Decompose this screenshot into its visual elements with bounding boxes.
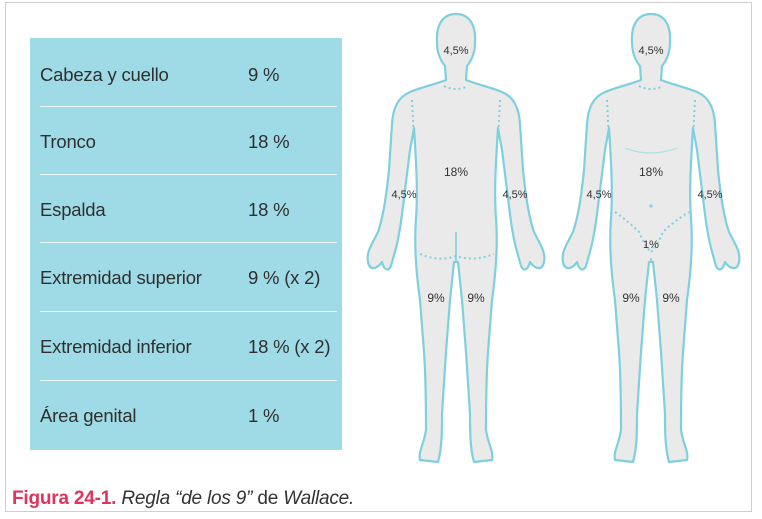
front-head-value: 4,5%	[638, 45, 663, 57]
table-row: Cabeza y cuello 9 %	[30, 41, 342, 109]
region-value: 9 % (x 2)	[248, 267, 320, 289]
table-row: Extremidad inferior 18 % (x 2)	[30, 313, 342, 381]
back-right-leg-value: 9%	[467, 291, 485, 305]
row-divider	[40, 311, 337, 312]
figure-number: Figura 24-1.	[12, 488, 116, 509]
region-value: 9 %	[248, 64, 279, 86]
table-row: Tronco 18 %	[30, 108, 342, 176]
front-right-arm-value: 4,5%	[697, 189, 722, 201]
caption-author: Wallace.	[283, 488, 354, 509]
front-body-silhouette	[563, 14, 740, 462]
row-divider	[40, 106, 337, 107]
back-head-value: 4,5%	[443, 45, 468, 57]
row-divider	[40, 174, 337, 175]
front-genital-value: 1%	[643, 239, 659, 251]
navel-mark	[649, 204, 652, 207]
region-name: Cabeza y cuello	[40, 64, 169, 86]
figure-caption: Figura 24-1. Regla “de los 9” de Wallace…	[12, 488, 354, 510]
region-value: 1 %	[248, 405, 279, 427]
front-body-figure: 4,5% 18% 4,5% 4,5% 1% 9% 9%	[563, 14, 740, 462]
front-trunk-value: 18%	[639, 165, 663, 179]
front-left-arm-value: 4,5%	[586, 189, 611, 201]
region-name: Extremidad superior	[40, 267, 202, 289]
body-figures: 4,5% 18% 4,5% 4,5% 9% 9% 4,5% 18% 4,5% 4…	[350, 0, 762, 480]
caption-connector: de	[252, 488, 283, 509]
region-value: 18 % (x 2)	[248, 336, 330, 358]
region-name: Tronco	[40, 131, 96, 153]
caption-title: Regla “de los 9”	[121, 488, 252, 509]
back-right-arm-value: 4,5%	[502, 189, 527, 201]
row-divider	[40, 380, 337, 381]
region-name: Espalda	[40, 199, 105, 221]
front-left-leg-value: 9%	[622, 291, 640, 305]
back-left-leg-value: 9%	[427, 291, 445, 305]
region-name: Extremidad inferior	[40, 336, 191, 358]
back-left-arm-value: 4,5%	[391, 189, 416, 201]
back-trunk-value: 18%	[444, 165, 468, 179]
back-body-figure: 4,5% 18% 4,5% 4,5% 9% 9%	[368, 14, 545, 462]
region-name: Área genital	[40, 405, 136, 427]
table-row: Área genital 1 %	[30, 382, 342, 450]
region-value: 18 %	[248, 131, 289, 153]
table-row: Espalda 18 %	[30, 176, 342, 244]
row-divider	[40, 242, 337, 243]
front-right-leg-value: 9%	[662, 291, 680, 305]
region-value: 18 %	[248, 199, 289, 221]
rule-of-nines-table: Cabeza y cuello 9 % Tronco 18 % Espalda …	[30, 38, 342, 450]
table-row: Extremidad superior 9 % (x 2)	[30, 244, 342, 312]
